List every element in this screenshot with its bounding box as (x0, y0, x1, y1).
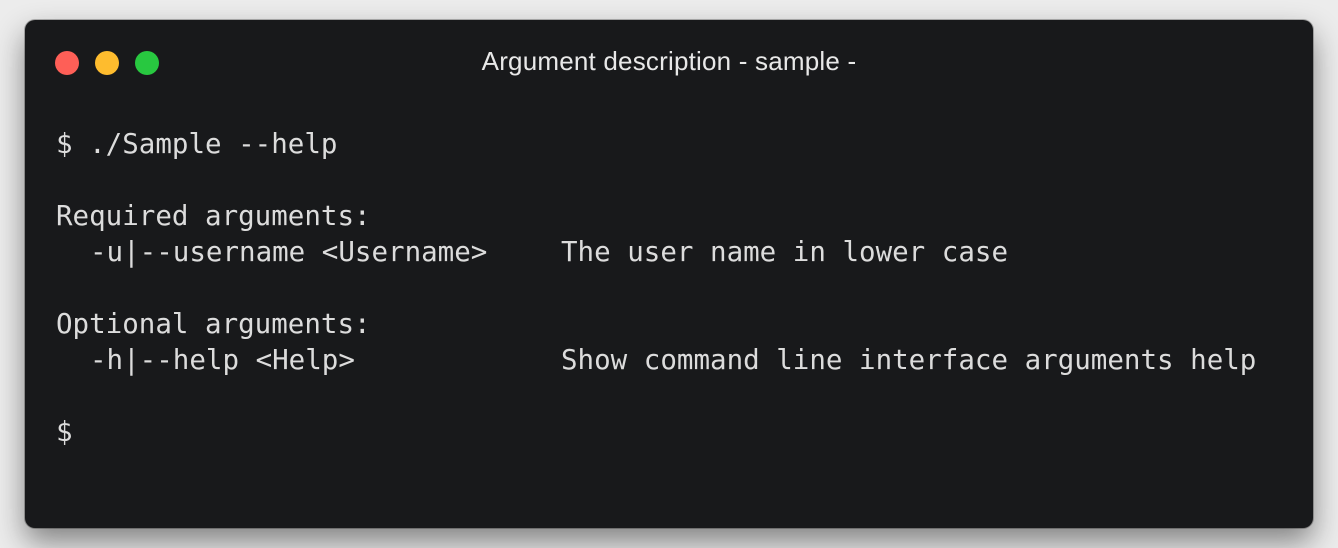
window-title: Argument description - sample - (481, 46, 857, 76)
optional-arguments-header: Optional arguments: (56, 308, 371, 340)
required-argument-row: -u|--username <Username> The user name i… (56, 234, 1303, 270)
blank-line (56, 378, 1303, 414)
title-bar[interactable]: Argument description - sample - (25, 20, 1313, 104)
zoom-button[interactable] (135, 51, 159, 75)
minimize-button[interactable] (95, 51, 119, 75)
argument-flag: -u|--username <Username> (90, 236, 488, 268)
optional-argument-row: -h|--help <Help> Show command line inter… (56, 342, 1303, 378)
close-button[interactable] (55, 51, 79, 75)
command-line: $ ./Sample --help (56, 128, 338, 160)
argument-flag: -h|--help <Help> (90, 344, 355, 376)
blank-line (56, 162, 1303, 198)
argument-description: The user name in lower case (561, 236, 1009, 268)
blank-line (56, 270, 1303, 306)
argument-description: Show command line interface arguments he… (561, 344, 1257, 376)
shell-prompt[interactable]: $ (56, 416, 73, 448)
terminal-window: Argument description - sample - $ ./Samp… (25, 20, 1313, 528)
required-arguments-header: Required arguments: (56, 200, 371, 232)
terminal-output[interactable]: $ ./Sample --help Required arguments: -u… (56, 126, 1303, 518)
